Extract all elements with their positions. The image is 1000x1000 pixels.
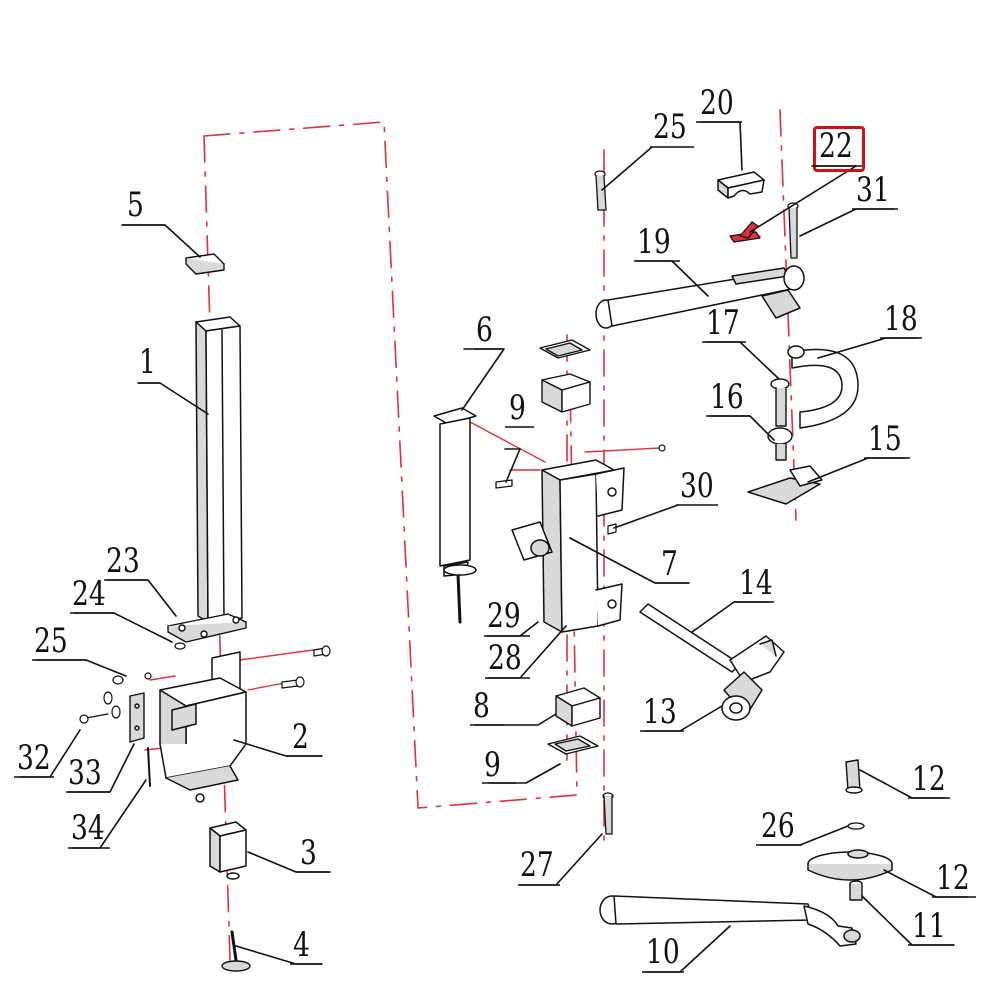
- part-21-clamp: [717, 171, 765, 199]
- part-26-bolt: [594, 170, 607, 211]
- part-31-nut: [607, 444, 666, 535]
- part-15-arm: [639, 603, 785, 683]
- callout-25: 25: [34, 621, 68, 661]
- part-13-pin: [845, 759, 863, 794]
- callout-8: 8: [473, 686, 490, 726]
- part-10-arm: [599, 895, 861, 947]
- part-24-nut: [174, 642, 186, 650]
- callout-10: 10: [646, 932, 680, 972]
- part-8-9-spacers-lower: [547, 687, 601, 755]
- part-12-disc: [807, 849, 893, 881]
- callout-3: 3: [300, 833, 317, 873]
- callout-23: 23: [106, 541, 140, 581]
- part-16-pad: [747, 465, 823, 505]
- callout-2: 2: [292, 717, 309, 757]
- callout-30: 29: [487, 596, 521, 636]
- callout-13: 12: [912, 759, 946, 799]
- callout-5: 5: [127, 185, 144, 225]
- part-3-block: [209, 821, 247, 880]
- part-1-post: [195, 316, 243, 623]
- callout-22: 22: [819, 126, 853, 166]
- callout-26: 25: [653, 107, 687, 147]
- callout-22-highlight-box: [813, 126, 865, 172]
- bolts-left: [281, 645, 331, 689]
- callout-27: 26: [761, 806, 795, 846]
- leader-lines: [19, 121, 969, 973]
- part-28-bolt: [602, 792, 614, 835]
- part-11-bushing: [849, 880, 863, 901]
- callout-4: 4: [293, 925, 310, 965]
- part-22-key: [729, 221, 761, 243]
- assembly-axes: [203, 109, 797, 961]
- part-5-cap: [185, 253, 225, 275]
- part-27-washer: [847, 822, 865, 830]
- callout-16: 15: [868, 419, 902, 459]
- callout-33: 32: [17, 738, 51, 778]
- callout-29: 28: [488, 638, 522, 678]
- part-4-foot: [221, 930, 251, 972]
- part-14-knob: [721, 671, 763, 721]
- part-34-plate: [129, 692, 145, 743]
- part-2-bracket: [159, 651, 247, 803]
- part-9-pin-upper: [495, 479, 513, 489]
- callout-21: 20: [700, 83, 734, 123]
- callout-9-lower: 9: [484, 745, 501, 785]
- part-6-cylinder: [433, 407, 477, 624]
- callout-6: 6: [476, 310, 493, 350]
- callout-24: 24: [72, 574, 106, 614]
- callout-12: 12: [936, 858, 970, 898]
- callout-14: 13: [643, 692, 677, 732]
- callout-11: 11: [912, 906, 946, 946]
- callout-17: 16: [710, 377, 744, 417]
- callout-20: 19: [637, 222, 671, 262]
- callout-9-upper: 9: [509, 388, 526, 428]
- part-7-frame: [511, 459, 625, 633]
- callout-1: 1: [139, 342, 156, 382]
- callout-15: 14: [739, 563, 773, 603]
- callout-31: 30: [680, 466, 714, 506]
- callout-7: 7: [661, 544, 678, 584]
- callout-28: 27: [520, 845, 554, 885]
- callout-19: 18: [884, 299, 918, 339]
- part-32-bolt: [787, 202, 799, 259]
- callout-18: 17: [706, 303, 740, 343]
- part-18-17-screw: [767, 378, 793, 461]
- callout-32: 31: [856, 170, 890, 210]
- part-23-base-plate: [167, 613, 247, 643]
- part-19-handle: [787, 345, 859, 429]
- part-8-9-spacers-upper: [539, 339, 591, 413]
- part-20-arm: [595, 265, 805, 329]
- callout-34: 33: [68, 753, 102, 793]
- callout-35: 34: [71, 808, 105, 848]
- part-25-33-35-small-parts: [79, 672, 152, 787]
